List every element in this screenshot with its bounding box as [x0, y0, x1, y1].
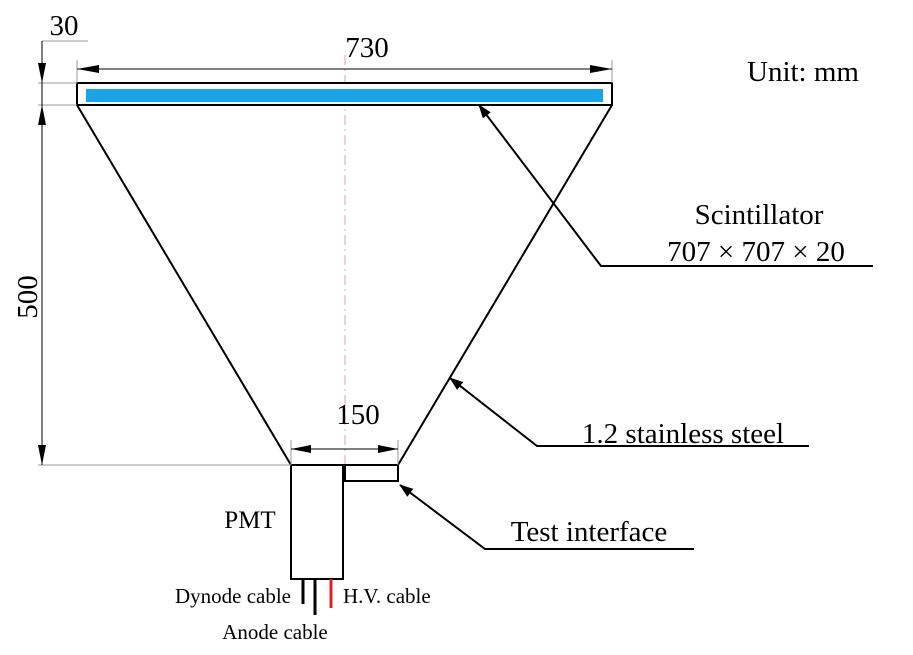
- test-interface-box: [344, 464, 399, 482]
- height-arrow-bottom: [38, 445, 46, 465]
- scintillator-leader: [478, 104, 873, 267]
- thickness-label: 30: [50, 10, 79, 42]
- steel-label: 1.2 stainless steel: [582, 418, 784, 450]
- funnel-left-side: [76, 104, 292, 466]
- unit-label: Unit: mm: [747, 56, 859, 88]
- thickness-arrow-top: [38, 63, 46, 83]
- anode-cable-label: Anode cable: [222, 620, 328, 644]
- top-width-arrow-right: [590, 65, 612, 73]
- top-width-label: 730: [345, 32, 389, 64]
- pmt-body: [290, 464, 344, 580]
- test-interface-label: Test interface: [511, 516, 668, 548]
- scintillator-size-label: 707 × 707 × 20: [667, 236, 845, 268]
- height-label: 500: [12, 275, 44, 319]
- bottom-width-arrow-right: [378, 445, 398, 453]
- funnel-right-side: [397, 104, 613, 466]
- pmt-label: PMT: [224, 507, 275, 534]
- hv-cable-label: H.V. cable: [343, 584, 431, 608]
- bottom-width-label: 150: [336, 399, 380, 431]
- test-interface-leader: [399, 484, 694, 550]
- top-width-arrow-left: [77, 65, 99, 73]
- bottom-width-arrow-left: [291, 445, 311, 453]
- dynode-cable-label: Dynode cable: [175, 584, 291, 608]
- scintillator: [86, 89, 603, 102]
- scintillator-name-label: Scintillator: [695, 199, 824, 231]
- steel-leader: [449, 377, 809, 447]
